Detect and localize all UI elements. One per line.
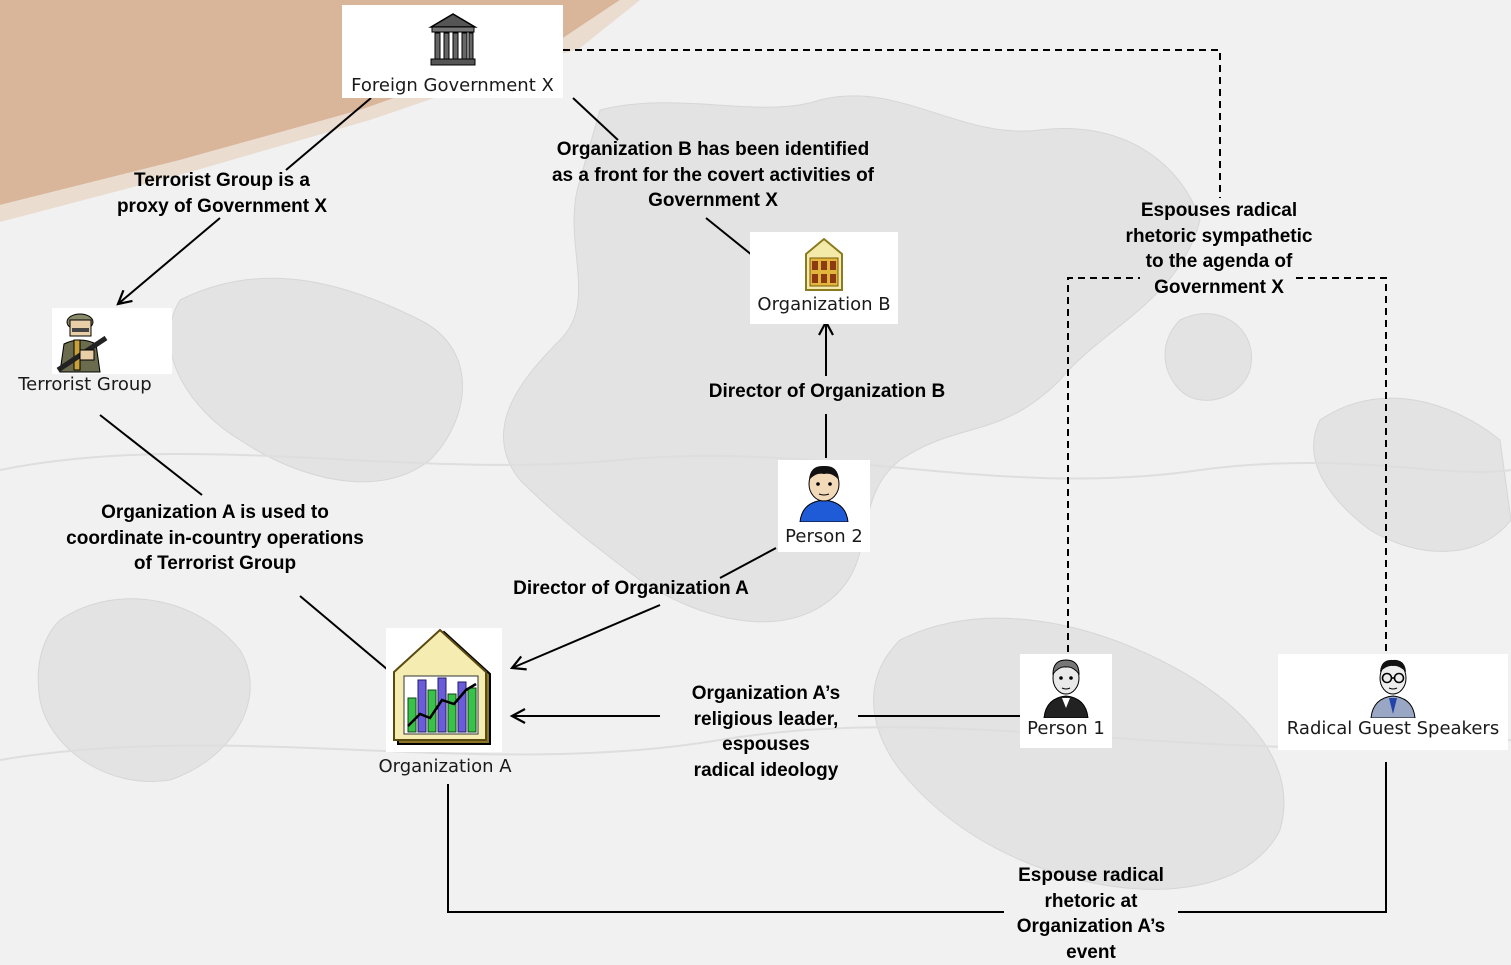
edge-label-line: of Terrorist Group	[40, 551, 390, 577]
edge-label-line: Espouse radical	[996, 863, 1186, 889]
edge-label-line: Organization A’s	[660, 681, 872, 707]
edge-label-line: rhetoric at	[996, 889, 1186, 915]
edge-label-line: Terrorist Group is a	[82, 168, 362, 194]
edge-label-speakers-gov: Espouses radical rhetoric sympathetic to…	[1100, 198, 1338, 300]
edge-label-line: Organization B has been identified	[520, 137, 906, 163]
edge-label-line: Organization A is used to	[40, 500, 390, 526]
edge-label-line: religious leader,	[660, 707, 872, 733]
link-speakers-dashed	[1296, 278, 1386, 652]
edge-label-line: to the agenda of	[1100, 249, 1338, 275]
edge-label-line: Director of Organization B	[686, 379, 968, 405]
edge-label-line: Organization A’s	[996, 914, 1186, 940]
link-gov-orgb-a	[573, 98, 618, 140]
government-building-icon	[427, 11, 479, 71]
node-radical-guest-speakers[interactable]: Radical Guest Speakers	[1278, 654, 1508, 750]
edge-label-line: Government X	[1100, 275, 1338, 301]
edge-label-line: Espouses radical	[1100, 198, 1338, 224]
node-label: Organization B	[750, 294, 898, 316]
organization-chart-building-icon	[390, 628, 498, 748]
edge-label-line: radical ideology	[660, 758, 872, 784]
link-gov-terrorist-b	[118, 218, 220, 304]
edge-label-line: Government X	[520, 188, 906, 214]
edge-label-line: coordinate in-country operations	[40, 526, 390, 552]
node-label: Radical Guest Speakers	[1278, 718, 1508, 740]
edge-label-person2-orga: Director of Organization A	[490, 576, 772, 602]
edge-label-line: Director of Organization A	[490, 576, 772, 602]
link-p2-orga-b	[512, 605, 660, 668]
link-p1-dashed	[1068, 278, 1140, 652]
node-person-1[interactable]: Person 1	[1020, 654, 1112, 748]
edge-label-line: rhetoric sympathetic	[1100, 224, 1338, 250]
edge-label-line: event	[996, 940, 1186, 965]
edge-label-gov-orgb: Organization B has been identified as a …	[520, 137, 906, 214]
speaker-glasses-icon	[1367, 656, 1419, 718]
node-terrorist-group[interactable]: Terrorist Group	[10, 308, 162, 398]
edge-label-line: as a front for the covert activities of	[520, 163, 906, 189]
edge-label-gov-terrorist: Terrorist Group is a proxy of Government…	[82, 168, 362, 219]
link-gov-terrorist-a	[286, 98, 371, 170]
link-orga-speakers-b	[1178, 762, 1386, 912]
edge-label-person2-orgb: Director of Organization B	[686, 379, 968, 405]
node-organization-b[interactable]: Organization B	[750, 232, 898, 324]
node-label: Organization A	[372, 756, 518, 778]
person-icon	[796, 462, 852, 522]
node-person-2[interactable]: Person 2	[778, 460, 870, 552]
link-p2-orga-a	[720, 548, 776, 578]
edge-label-line: proxy of Government X	[82, 194, 362, 220]
edge-label-person1-orga: Organization A’s religious leader, espou…	[660, 681, 872, 783]
armed-soldier-icon	[50, 310, 116, 374]
node-label: Person 2	[778, 526, 870, 548]
edge-label-line: espouses	[660, 732, 872, 758]
organization-building-icon	[802, 236, 846, 292]
link-terrorist-orga-a	[100, 415, 202, 495]
node-foreign-government[interactable]: Foreign Government X	[342, 5, 563, 98]
link-orga-speakers-a	[448, 784, 1004, 912]
node-label: Person 1	[1020, 718, 1112, 740]
node-label: Foreign Government X	[342, 75, 563, 97]
edge-label-terrorist-orga: Organization A is used to coordinate in-…	[40, 500, 390, 577]
node-organization-a[interactable]: Organization A	[372, 628, 518, 784]
person-suit-icon	[1040, 656, 1092, 718]
edge-label-speakers-orga: Espouse radical rhetoric at Organization…	[996, 863, 1186, 965]
node-label: Terrorist Group	[10, 374, 160, 396]
